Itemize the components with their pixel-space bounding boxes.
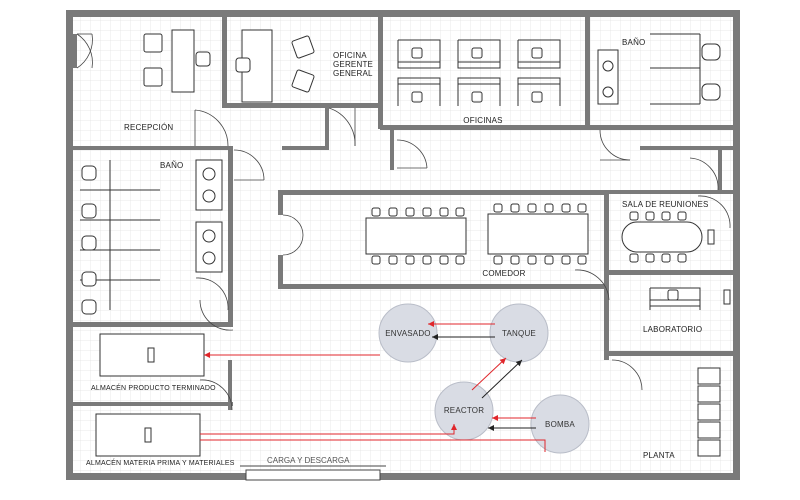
room-label-bano-left: BAÑO [160, 161, 184, 170]
room-label-oficinas: OFICINAS [463, 116, 503, 125]
left-bathroom-fixtures [80, 159, 223, 315]
room-label-comedor: COMEDOR [482, 269, 526, 278]
dining-tables [365, 203, 589, 265]
room-label-almacen-producto: ALMACÉN PRODUCTO TERMINADO [91, 385, 216, 392]
door-swings [76, 33, 731, 411]
plant-storage-boxes [697, 367, 721, 457]
node-bomba [530, 394, 590, 454]
process-nodes [378, 303, 590, 454]
flow-materia-bomba [200, 439, 546, 452]
process-label-reactor: REACTOR [443, 406, 485, 415]
office-workstations [397, 39, 561, 106]
process-flows [200, 321, 546, 452]
top-bathroom-fixtures [597, 33, 721, 105]
room-label-carga-descarga: CARGA Y DESCARGA [267, 456, 350, 465]
flow-reactor-tanque-red [471, 357, 507, 391]
room-label-bano-top: BAÑO [622, 38, 646, 47]
process-label-envasado: ENVASADO [385, 329, 431, 338]
process-label-tanque: TANQUE [502, 329, 536, 338]
interior-walls [73, 17, 733, 410]
room-label-sala-reuniones: SALA DE REUNIONES [622, 200, 709, 209]
room-label-oficina-gerente-3: GENERAL [333, 69, 373, 78]
room-label-recepcion: RECEPCIÓN [124, 123, 174, 132]
flow-materia-reactor [200, 424, 457, 435]
loading-dock [240, 465, 386, 481]
room-label-almacen-materia: ALMACÉN MATERIA PRIMA Y MATERIALES [86, 460, 235, 467]
lab-bench [649, 287, 731, 310]
outer-walls [66, 10, 740, 480]
meeting-table [621, 211, 715, 263]
room-label-oficina-gerente-1: OFICINA [333, 51, 367, 60]
node-envasado [378, 303, 438, 363]
room-label-oficina-gerente-2: GERENTE [333, 60, 374, 69]
storage-units [95, 333, 205, 457]
flow-reactor-tanque-black [481, 359, 523, 399]
process-label-bomba: BOMBA [545, 420, 575, 429]
reception-furniture [143, 29, 315, 103]
room-label-laboratorio: LABORATORIO [643, 325, 703, 334]
room-label-planta: PLANTA [643, 451, 675, 460]
